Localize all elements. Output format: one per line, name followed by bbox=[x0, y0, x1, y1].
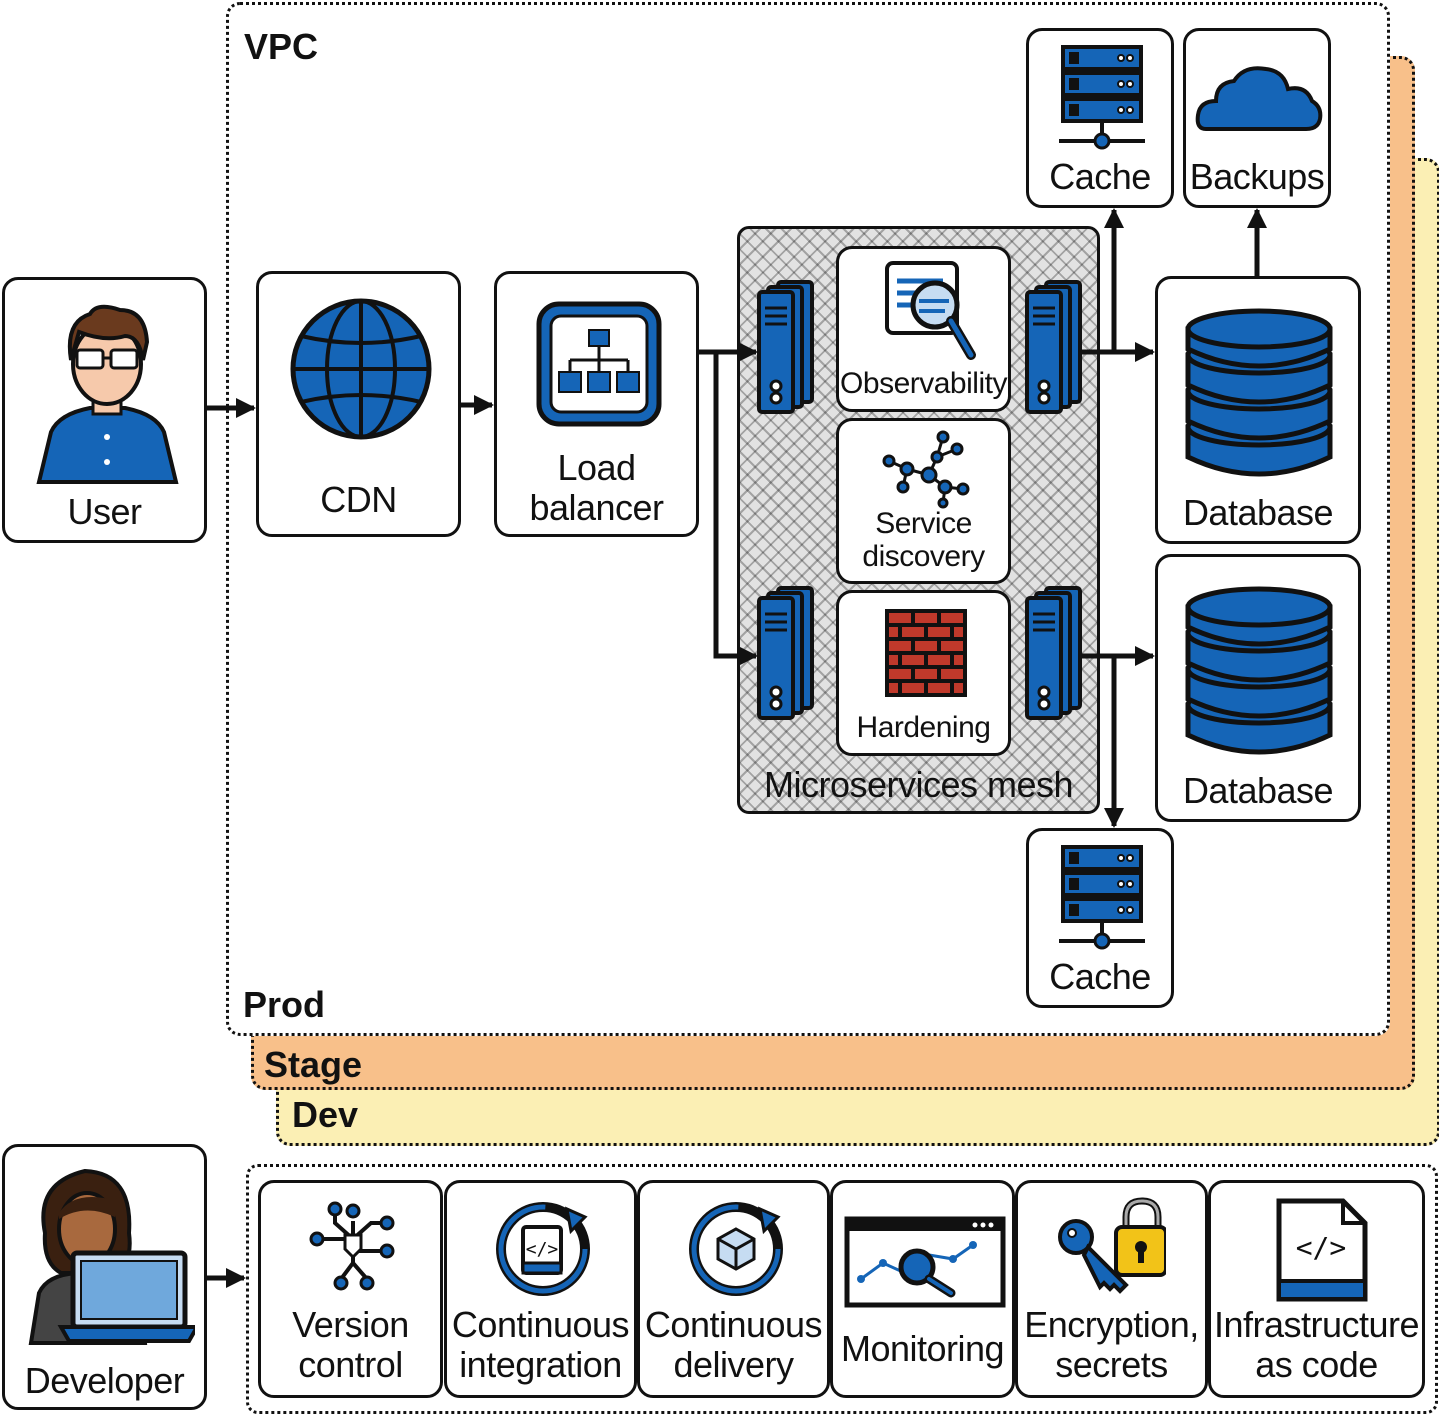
cache-bottom-label: Cache bbox=[1049, 956, 1151, 997]
mesh-label: Microservices mesh bbox=[763, 764, 1074, 805]
cache-bottom-node: Cache bbox=[1026, 828, 1174, 1008]
arrow-lb-mesh-bottom bbox=[713, 352, 758, 666]
prod-label: Prod bbox=[243, 984, 326, 1025]
cache-top-label: Cache bbox=[1049, 156, 1151, 197]
infrastructure-as-code-icon: </> bbox=[1276, 1198, 1368, 1302]
continuous-delivery-icon bbox=[689, 1202, 783, 1296]
observability-node: Observability bbox=[836, 246, 1011, 412]
tool-encryption-secrets: Encryption, secrets bbox=[1015, 1180, 1208, 1398]
load-balancer-label-line2: balancer bbox=[529, 487, 664, 528]
developer-label: Developer bbox=[24, 1360, 185, 1401]
tool-label-line2: delivery bbox=[673, 1344, 794, 1385]
user-node: User bbox=[2, 277, 207, 543]
tool-label-line2: integration bbox=[459, 1344, 622, 1385]
cache-top-node: Cache bbox=[1026, 28, 1174, 208]
hardening-node: Hardening bbox=[836, 590, 1011, 756]
database-icon bbox=[1185, 586, 1333, 755]
globe-icon bbox=[290, 298, 432, 440]
user-label: User bbox=[67, 491, 142, 532]
tool-continuous-delivery: Continuous delivery bbox=[637, 1180, 830, 1398]
tool-label-line2: secrets bbox=[1055, 1344, 1168, 1385]
backups-label: Backups bbox=[1189, 156, 1325, 197]
hardening-label: Hardening bbox=[856, 711, 991, 744]
developer-node: Developer bbox=[2, 1144, 207, 1410]
tool-label-line1: Encryption, bbox=[1024, 1304, 1199, 1345]
database-bottom-label: Database bbox=[1182, 770, 1334, 811]
tool-label-line1: Continuous bbox=[644, 1304, 823, 1345]
tool-continuous-integration: </> Continuous integration bbox=[444, 1180, 637, 1398]
backups-node: Backups bbox=[1183, 28, 1331, 208]
tool-monitoring: Monitoring bbox=[830, 1180, 1015, 1398]
tool-label-line1: Monitoring bbox=[840, 1328, 1005, 1369]
service-discovery-node: Service discovery bbox=[836, 418, 1011, 584]
network-graph-icon bbox=[882, 430, 970, 509]
service-discovery-label-line2: discovery bbox=[862, 540, 985, 573]
vpc-label: VPC bbox=[244, 26, 319, 67]
cdn-label: CDN bbox=[320, 479, 397, 520]
firewall-icon bbox=[885, 609, 967, 697]
svg-text:</>: </> bbox=[526, 1239, 559, 1260]
server-stack-icon bbox=[757, 280, 814, 414]
tool-infrastructure-as-code: </> Infrastructure as code bbox=[1208, 1180, 1425, 1398]
cache-server-icon bbox=[1059, 845, 1145, 950]
load-balancer-icon bbox=[536, 301, 662, 427]
load-balancer-label-line1: Load bbox=[557, 447, 636, 488]
svg-text:</>: </> bbox=[1296, 1231, 1347, 1264]
cdn-node: CDN bbox=[256, 271, 461, 537]
magnifier-document-icon bbox=[885, 261, 976, 360]
continuous-integration-icon: </> bbox=[496, 1202, 590, 1296]
tool-label-line1: Infrastructure bbox=[1213, 1304, 1420, 1345]
tool-label-line1: Continuous bbox=[451, 1304, 630, 1345]
load-balancer-node: Load balancer bbox=[494, 271, 699, 537]
version-control-icon bbox=[309, 1201, 395, 1291]
database-icon bbox=[1185, 308, 1333, 477]
database-top-node: Database bbox=[1155, 276, 1361, 544]
server-stack-icon bbox=[1025, 280, 1082, 414]
stage-label: Stage bbox=[264, 1044, 363, 1085]
database-bottom-node: Database bbox=[1155, 554, 1361, 822]
tool-label-line1: Version bbox=[292, 1304, 409, 1345]
monitoring-icon bbox=[844, 1216, 1006, 1308]
tool-label-line2: control bbox=[298, 1344, 403, 1385]
observability-label: Observability bbox=[840, 367, 1007, 400]
cloud-icon bbox=[1195, 66, 1323, 131]
dev-label: Dev bbox=[292, 1094, 359, 1135]
database-top-label: Database bbox=[1182, 492, 1334, 533]
server-stack-icon bbox=[1025, 586, 1082, 720]
encryption-icon bbox=[1058, 1197, 1166, 1294]
cache-server-icon bbox=[1059, 45, 1145, 150]
server-stack-icon bbox=[757, 586, 814, 720]
devops-tools-container bbox=[246, 1164, 1438, 1414]
user-icon bbox=[36, 304, 179, 484]
developer-icon bbox=[28, 1168, 195, 1345]
tool-version-control: Version control bbox=[258, 1180, 443, 1398]
tool-label-line2: as code bbox=[1255, 1344, 1378, 1385]
service-discovery-label-line1: Service bbox=[875, 507, 972, 540]
